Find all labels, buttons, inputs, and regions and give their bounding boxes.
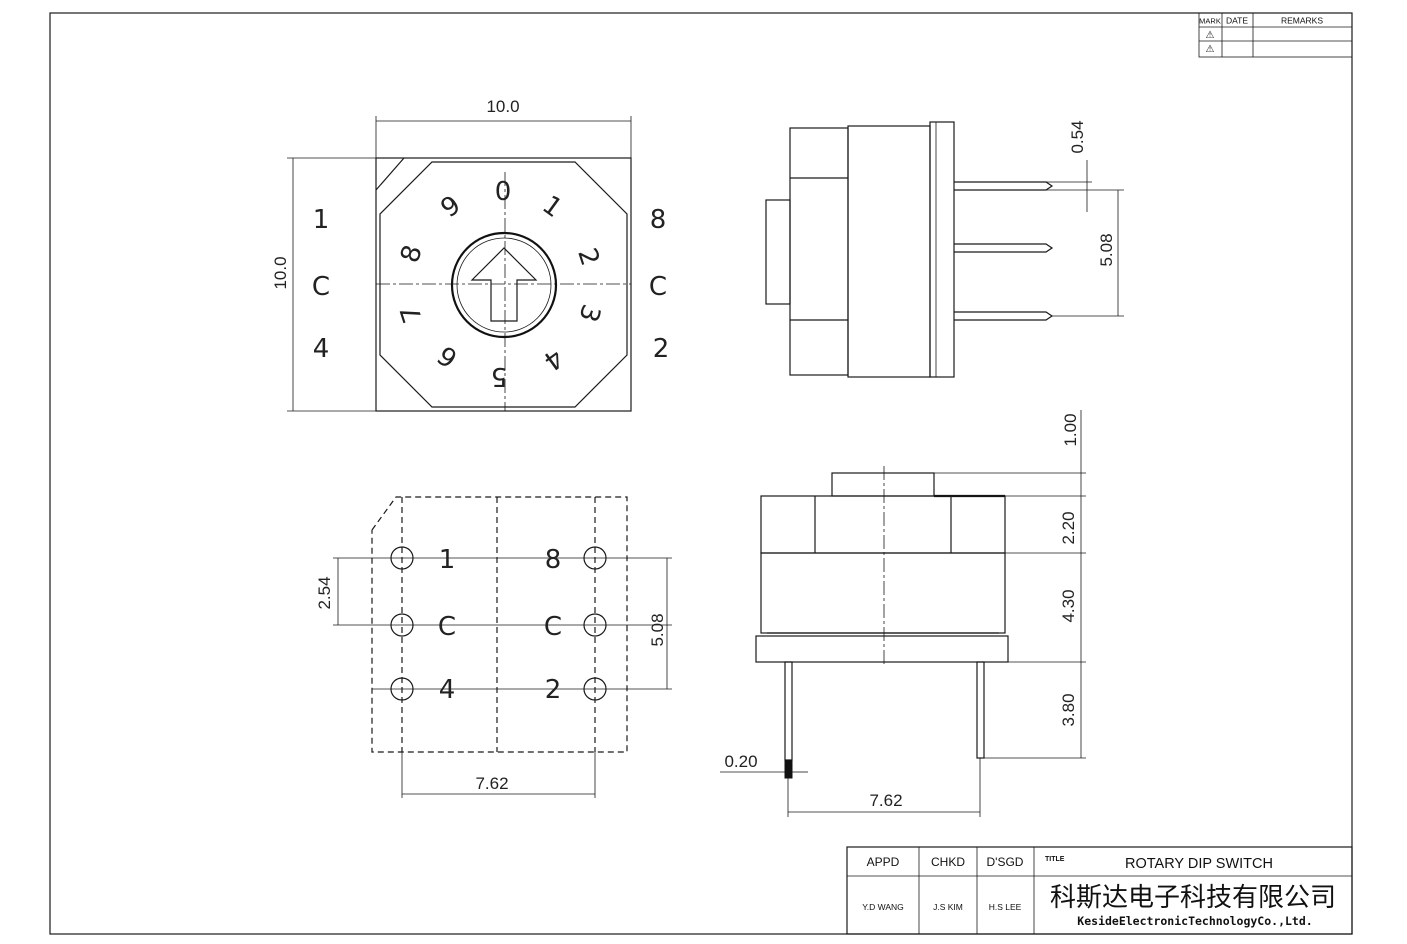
- dim-body-height: 4.30: [1059, 589, 1078, 622]
- dial-digit: 0: [495, 177, 512, 207]
- dim-knob-height: 1.00: [1061, 413, 1080, 446]
- dial-digit: 4: [537, 342, 568, 376]
- rev-mark-icon: ⚠: [1206, 30, 1215, 41]
- dim-top-height: 10.0: [271, 256, 290, 289]
- pin-label: 4: [313, 334, 330, 364]
- dial-digit: 8: [395, 241, 429, 266]
- dim-pin-thickness: 0.20: [724, 752, 757, 771]
- top-view: 10.0 10.0 0 1 2 3 4 5 6 7 8 9 1 C 4 8 C …: [271, 97, 670, 412]
- side-view: 0.54 5.08: [765, 120, 1124, 378]
- rev-header-remarks: REMARKS: [1281, 16, 1323, 26]
- revision-table: MARK DATE REMARKS ⚠ ⚠: [1198, 12, 1353, 58]
- dim-footprint-total: 5.08: [648, 613, 667, 646]
- dim-front-spacing: 7.62: [869, 791, 902, 810]
- dsgd-label: D'SGD: [987, 855, 1024, 869]
- pin-label: 1: [313, 205, 330, 235]
- arrow-icon: [470, 247, 538, 322]
- pin-label: C: [312, 272, 330, 302]
- dial-digit: 6: [432, 339, 463, 373]
- dial-digit: 2: [571, 244, 605, 269]
- footprint-label: 1: [439, 545, 456, 575]
- company-name-en: KesideElectronicTechnologyCo.,Ltd.: [1077, 914, 1312, 928]
- appd-label: APPD: [867, 855, 900, 869]
- dim-footprint-pitch: 2.54: [315, 576, 334, 609]
- title-label: TITLE: [1045, 856, 1065, 863]
- pin-label: C: [649, 272, 667, 302]
- footprint-view: 1 C 4 8 C 2 2.54 5.08 7.62: [315, 496, 672, 798]
- appd-name: Y.D WANG: [862, 902, 904, 912]
- footprint-label: 2: [545, 675, 562, 705]
- title-block: APPD CHKD D'SGD TITLE ROTARY DIP SWITCH …: [846, 846, 1353, 935]
- dim-side-pitch: 5.08: [1097, 233, 1116, 266]
- dim-top-width: 10.0: [486, 97, 519, 116]
- dim-upper-height: 2.20: [1059, 511, 1078, 544]
- chkd-name: J.S KIM: [933, 902, 963, 912]
- drawing-title: ROTARY DIP SWITCH: [1125, 856, 1273, 872]
- dial-digit: 9: [435, 190, 466, 224]
- rev-header-mark: MARK: [1199, 17, 1221, 26]
- dim-pin-width: 0.54: [1068, 120, 1087, 153]
- dim-footprint-spacing: 7.62: [475, 774, 508, 793]
- pin-label: 2: [653, 334, 670, 364]
- footprint-label: 4: [439, 675, 456, 705]
- dial-digit: 1: [536, 190, 567, 224]
- footprint-label: C: [438, 612, 456, 642]
- dial-digit: 3: [572, 300, 606, 325]
- footprint-label: C: [544, 612, 562, 642]
- chkd-label: CHKD: [931, 855, 965, 869]
- rev-mark-icon: ⚠: [1206, 44, 1215, 55]
- drawing-border: [49, 12, 1353, 935]
- footprint-label: 8: [545, 545, 562, 575]
- rev-header-date: DATE: [1226, 16, 1248, 26]
- company-name-cn: 科斯达电子科技有限公司: [1050, 883, 1336, 913]
- dsgd-name: H.S LEE: [989, 902, 1022, 912]
- pin-label: 8: [650, 205, 667, 235]
- dim-pin-length: 3.80: [1059, 693, 1078, 726]
- dial-digit: 7: [395, 301, 429, 326]
- front-view: 1.00 2.20 4.30 3.80 0.20 7.62: [720, 410, 1086, 817]
- dial-digit: 5: [491, 361, 508, 391]
